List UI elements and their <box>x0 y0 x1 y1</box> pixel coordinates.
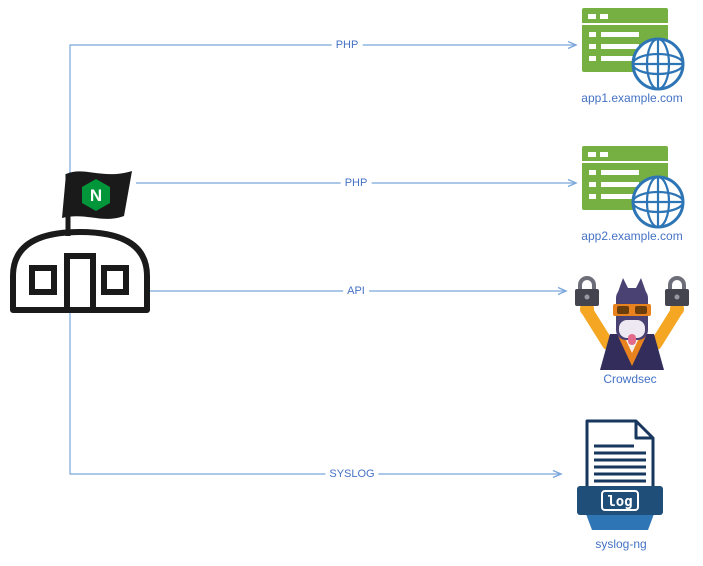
padlock-icon-left <box>575 276 599 306</box>
node-crowdsec <box>572 276 692 375</box>
edge-label-php-2: PHP <box>340 176 372 190</box>
nginx-logo-letter: N <box>90 186 102 205</box>
nginx-logo-hexagon <box>82 179 110 211</box>
crowdsec-llama-icon <box>575 276 689 370</box>
web-app-icon <box>582 8 685 91</box>
list-rows <box>589 32 639 61</box>
edge-syslog <box>69 310 563 479</box>
node-nginx: N <box>8 162 153 319</box>
hut-door <box>64 253 96 313</box>
node-caption-app1: app1.example.com <box>581 91 683 105</box>
window-controls <box>588 14 608 19</box>
window-controls <box>588 152 608 157</box>
right-arm <box>650 302 684 350</box>
text-lines <box>594 444 646 483</box>
left-arm <box>580 302 614 350</box>
nginx-flag-hut-icon: N <box>10 171 150 313</box>
edge-php-1 <box>69 40 578 174</box>
log-badge-text: log <box>607 494 632 510</box>
hut-window-left <box>29 265 57 295</box>
log-badge-outline <box>601 490 639 511</box>
edge-label-syslog: SYSLOG <box>325 467 379 481</box>
node-app2 <box>580 144 692 239</box>
hut-window-right <box>101 265 129 295</box>
tongue <box>628 334 636 345</box>
list-rows <box>589 170 639 199</box>
padlock-icon-right <box>665 276 689 306</box>
log-banner <box>577 486 663 515</box>
muzzle <box>619 320 645 338</box>
globe-icon <box>631 175 685 229</box>
edge-label-api: API <box>343 284 369 298</box>
syslog-document-icon: log <box>577 419 663 530</box>
llama-head <box>613 278 651 345</box>
banner-base <box>586 514 654 530</box>
edge-label-php-1: PHP <box>331 38 363 52</box>
node-app1 <box>580 6 692 101</box>
node-syslog: log <box>576 418 666 539</box>
web-app-icon <box>582 146 685 229</box>
globe-icon <box>631 37 685 91</box>
node-caption-crowdsec: Crowdsec <box>603 372 657 386</box>
page-fold <box>634 421 653 440</box>
node-caption-syslog: syslog-ng <box>595 537 647 551</box>
node-caption-app2: app2.example.com <box>581 229 683 243</box>
